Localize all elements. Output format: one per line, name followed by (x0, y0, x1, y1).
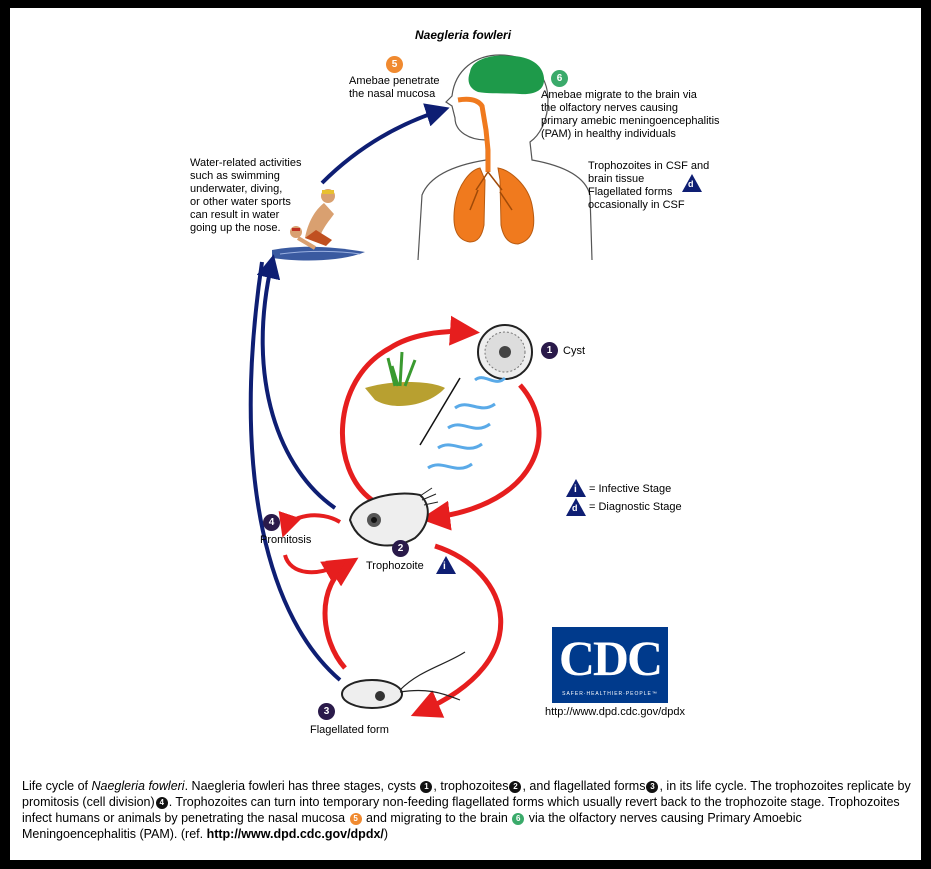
lung-right (497, 167, 535, 245)
csf-text-2: brain tissue (588, 173, 645, 185)
caption-text: via the olfactory nerves causing Primary… (22, 811, 802, 841)
caption-text: . Trophozoites can turn into temporary n… (22, 795, 900, 825)
step-1-badge: 1 (541, 342, 558, 359)
caption-text: , and flagellated forms (522, 779, 646, 793)
csf-text-4: occasionally in CSF (588, 199, 685, 211)
water-text-1: Water-related activities (190, 157, 302, 169)
step-6-badge: 6 (551, 70, 568, 87)
caption-badge-2: 2 (509, 781, 522, 793)
caption-text: and migrating to the brain (362, 811, 512, 825)
arrow-troph-to-flag (410, 543, 504, 718)
airway (457, 96, 491, 172)
cdc-logo-letters: CDC (558, 630, 663, 686)
flagellated-organism (341, 651, 466, 709)
caption-badge-1: 1 (420, 781, 433, 793)
step-3-badge: 3 (318, 703, 335, 720)
trophozoite-organism (348, 487, 439, 547)
step-2-label: Trophozoite (366, 560, 424, 572)
diagnostic-symbol-csf: d (688, 179, 694, 189)
cyst-organism (477, 324, 533, 380)
arrow-cyst-to-troph (420, 383, 542, 531)
diagnostic-icon-csf (682, 174, 702, 192)
caption-text: ) (383, 827, 389, 841)
caption-text: . Naegleria fowleri has three stages, cy… (184, 779, 420, 793)
diagram-frame (10, 8, 921, 860)
caption-badge-3: 3 (646, 781, 659, 793)
legend-infective-icon (566, 479, 586, 497)
cdc-url: http://www.dpd.cdc.gov/dpdx (545, 706, 686, 718)
figure-caption: Life cycle of Naegleria fowleri. Naegler… (22, 778, 912, 842)
soil-plant-illustration (365, 351, 445, 407)
step-5-badge: 5 (386, 56, 403, 73)
caption-text: , trophozoites (433, 779, 509, 793)
legend-diagnostic-label: = Diagnostic Stage (589, 501, 682, 513)
arrow-promitosis-in (283, 554, 347, 583)
step-2-badge: 2 (392, 540, 409, 557)
infective-stage-icon (436, 556, 456, 574)
arrow-promitosis-out (278, 511, 342, 538)
infective-symbol: i (443, 561, 446, 572)
caption-badge-4: 4 (155, 797, 168, 809)
step-6-line1: Amebae migrate to the brain via (541, 89, 697, 101)
step-5-line1: Amebae penetrate (349, 75, 440, 87)
legend-infective-symbol: i (574, 484, 577, 495)
brain-shape (468, 55, 545, 95)
arrow-troph-to-cyst (339, 315, 480, 503)
water-text-2: such as swimming (190, 170, 280, 182)
csf-text-3: Flagellated forms (588, 186, 673, 198)
cdc-logo-tagline: SAFER·HEALTHIER·PEOPLE™ (562, 691, 658, 697)
step-5-line2: the nasal mucosa (349, 88, 436, 100)
legend-diagnostic-symbol: d (572, 503, 578, 513)
step-6-line2: the olfactory nerves causing (541, 102, 678, 114)
lung-left (453, 167, 486, 243)
diagram-title: Naegleria fowleri (415, 28, 512, 42)
csf-text-1: Trophozoites in CSF and (588, 160, 710, 172)
swimmer-illustration (272, 189, 365, 261)
arrow-troph-to-water (256, 254, 337, 510)
water-text-3: underwater, diving, (190, 183, 283, 195)
legend-infective-label: = Infective Stage (589, 483, 672, 495)
caption-text: , in its life cycle. The trophozoites re… (22, 779, 911, 809)
caption-text: Life cycle of (22, 779, 92, 793)
caption-badge-6: 6 (512, 813, 525, 825)
caption-badge-5: 5 (349, 813, 362, 825)
step-3-label: Flagellated form (310, 724, 389, 736)
water-text-5: can result in water (190, 209, 280, 221)
step-1-label: Cyst (563, 345, 585, 357)
cdc-logo: CDC SAFER·HEALTHIER·PEOPLE™ (552, 627, 668, 703)
water-text-6: going up the nose. (190, 222, 281, 234)
step-4-badge: 4 (263, 514, 280, 531)
caption-reference-link[interactable]: http://www.dpd.cdc.gov/dpdx/ (206, 827, 384, 841)
water-waves (427, 376, 507, 470)
water-text-4: or other water sports (190, 196, 291, 208)
arrow-to-nose (320, 103, 450, 185)
caption-species: Naegleria fowleri (91, 779, 185, 793)
step-6-line4: (PAM) in healthy individuals (541, 128, 676, 140)
step-4-label: Promitosis (260, 534, 312, 546)
arrow-flag-to-troph (322, 557, 359, 670)
step-6-line3: primary amebic meningoencephalitis (541, 115, 720, 127)
arrow-flag-to-water (248, 261, 342, 682)
legend-diagnostic-icon (566, 498, 586, 516)
